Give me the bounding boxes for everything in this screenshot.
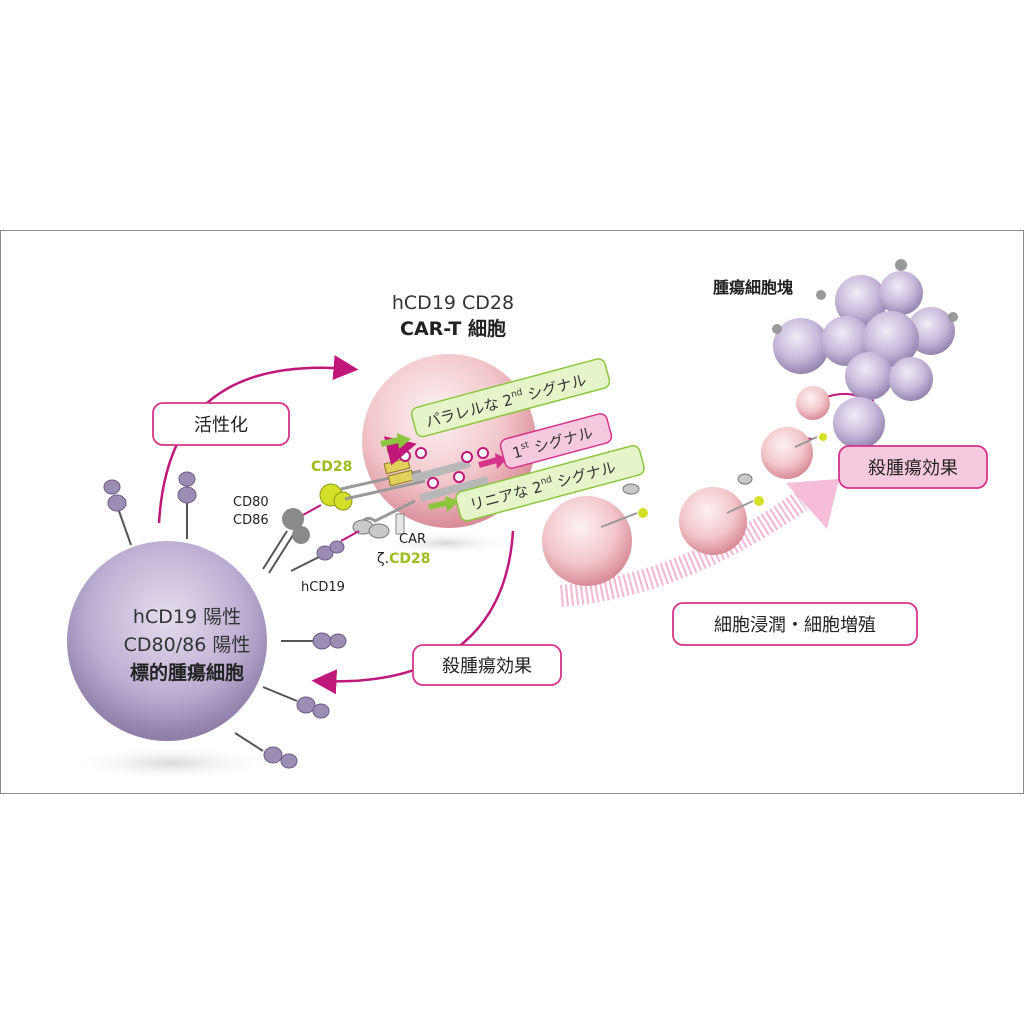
parallel-signal-box: パラレルな 2nd シグナル (410, 358, 611, 438)
cd80-label: CD80 (233, 495, 269, 510)
activation-label: 活性化 (194, 415, 248, 436)
car-t-title-line2: CAR-T 細胞 (400, 317, 506, 340)
zeta-prefix: ζ. (377, 551, 389, 567)
infiltration-label: 細胞浸潤・細胞増殖 (714, 614, 876, 636)
target-line3: 標的腫瘍細胞 (130, 661, 244, 684)
cd28-green-arrowhead (397, 433, 411, 449)
tumor-cell-mass (772, 259, 958, 449)
binding-arrows (302, 504, 360, 542)
cd86-label: CD86 (233, 513, 269, 528)
kill-center-box: 殺腫瘍効果 (412, 644, 562, 686)
diagram-frame: hCD19 CD28 CAR-T 細胞 腫瘍細胞塊 活性化 パラレルな 2nd … (0, 230, 1024, 794)
target-receptors (103, 471, 347, 769)
first-prefix: 1 (510, 442, 524, 462)
car-label: CAR (399, 532, 426, 547)
car-t-diagram: hCD19 CD28 CAR-T 細胞 腫瘍細胞塊 活性化 パラレルな 2nd … (66, 259, 988, 781)
target-tumor-cell (66, 541, 276, 781)
migrating-car-t-cells (542, 386, 830, 586)
linear-signal-arrow (428, 500, 448, 510)
hcd19-label: hCD19 (301, 580, 345, 595)
activation-arrow (157, 355, 359, 524)
first-signal-arrow (478, 457, 498, 468)
tumor-mass-label: 腫瘍細胞塊 (713, 278, 793, 297)
cd28-green-arrow (380, 437, 400, 447)
cd80-cd86-ligand (262, 508, 310, 574)
infiltration-box: 細胞浸潤・細胞増殖 (672, 602, 918, 646)
zeta-cd28: CD28 (389, 551, 430, 567)
cd28-label: CD28 (311, 459, 352, 475)
parallel-signal-arrow (383, 436, 417, 466)
zeta-cd28-label: ζ.CD28 (377, 551, 430, 567)
target-line1: hCD19 陽性 (133, 606, 241, 628)
hcd19-antigen (290, 540, 345, 572)
first-signal-arrowhead (495, 453, 507, 469)
target-line2: CD80/86 陽性 (124, 634, 251, 656)
linear-sup: nd (540, 475, 554, 488)
activation-label-box: 活性化 (152, 402, 290, 446)
first-sup: st (520, 440, 531, 452)
kill-right-box: 殺腫瘍効果 (838, 445, 988, 489)
car-t-title-line1: hCD19 CD28 (392, 292, 514, 314)
parallel-sup: nd (510, 388, 524, 401)
kill-right-label: 殺腫瘍効果 (868, 458, 958, 479)
kill-center-label: 殺腫瘍効果 (442, 656, 532, 677)
first-signal-box: 1st シグナル (499, 413, 613, 469)
infiltration-trajectory-band (560, 479, 839, 607)
